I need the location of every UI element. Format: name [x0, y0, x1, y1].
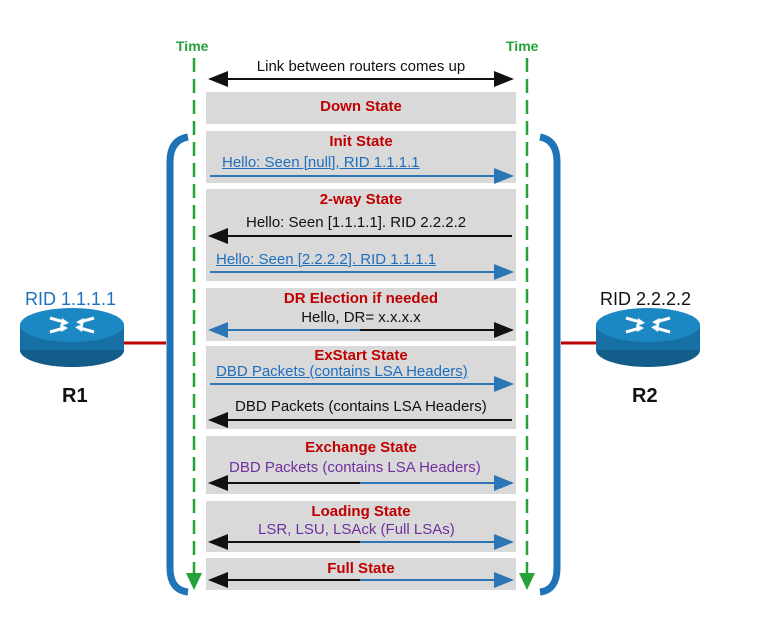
state-box-exstart — [206, 346, 516, 429]
twoway-hello-r1-label: Hello: Seen [2.2.2.2]. RID 1.1.1.1 — [216, 251, 437, 268]
state-title-init: Init State — [329, 133, 393, 150]
state-title-loading: Loading State — [311, 503, 411, 520]
init-hello-label: Hello: Seen [null], RID 1.1.1.1 — [222, 154, 420, 171]
r1-name-label: R1 — [62, 385, 88, 407]
r1-router-icon — [20, 308, 124, 367]
state-box-down — [206, 92, 516, 124]
exchange-dbd-label: DBD Packets (contains LSA Headers) — [229, 459, 481, 476]
state-title-exstart: ExStart State — [314, 347, 408, 364]
r1-rid-label: RID 1.1.1.1 — [25, 289, 117, 309]
state-title-full: Full State — [327, 560, 395, 577]
exstart-dbd-r2-label: DBD Packets (contains LSA Headers) — [235, 398, 487, 415]
r2-time-label: Time — [506, 38, 539, 54]
state-title-dr: DR Election if needed — [283, 290, 439, 307]
r2-rid-label: RID 2.2.2.2 — [600, 289, 692, 309]
r1-timeline-arrowhead — [186, 573, 202, 590]
link-up-label: Link between routers comes up — [256, 58, 466, 75]
r2-name-label: R2 — [632, 385, 658, 407]
dr-hello-label: Hello, DR= x.x.x.x — [301, 309, 421, 326]
right-bracket — [539, 133, 561, 596]
state-box-dr — [206, 288, 516, 341]
left-bracket — [166, 133, 189, 596]
state-title-twoway: 2-way State — [319, 191, 403, 208]
r1-time-label: Time — [176, 38, 209, 54]
state-box-loading — [206, 501, 516, 552]
state-box-full — [206, 558, 516, 590]
r2-timeline-arrowhead — [519, 573, 535, 590]
loading-msgs-label: LSR, LSU, LSAck (Full LSAs) — [258, 521, 455, 538]
exstart-dbd-r1-label: DBD Packets (contains LSA Headers) — [216, 363, 468, 380]
twoway-hello-r2-label: Hello: Seen [1.1.1.1]. RID 2.2.2.2 — [246, 214, 467, 231]
state-box-exchange — [206, 436, 516, 494]
state-title-exchange: Exchange State — [305, 439, 417, 456]
state-box-init — [206, 131, 516, 183]
r2-router-icon — [596, 308, 700, 367]
state-title-down: Down State — [320, 98, 402, 115]
